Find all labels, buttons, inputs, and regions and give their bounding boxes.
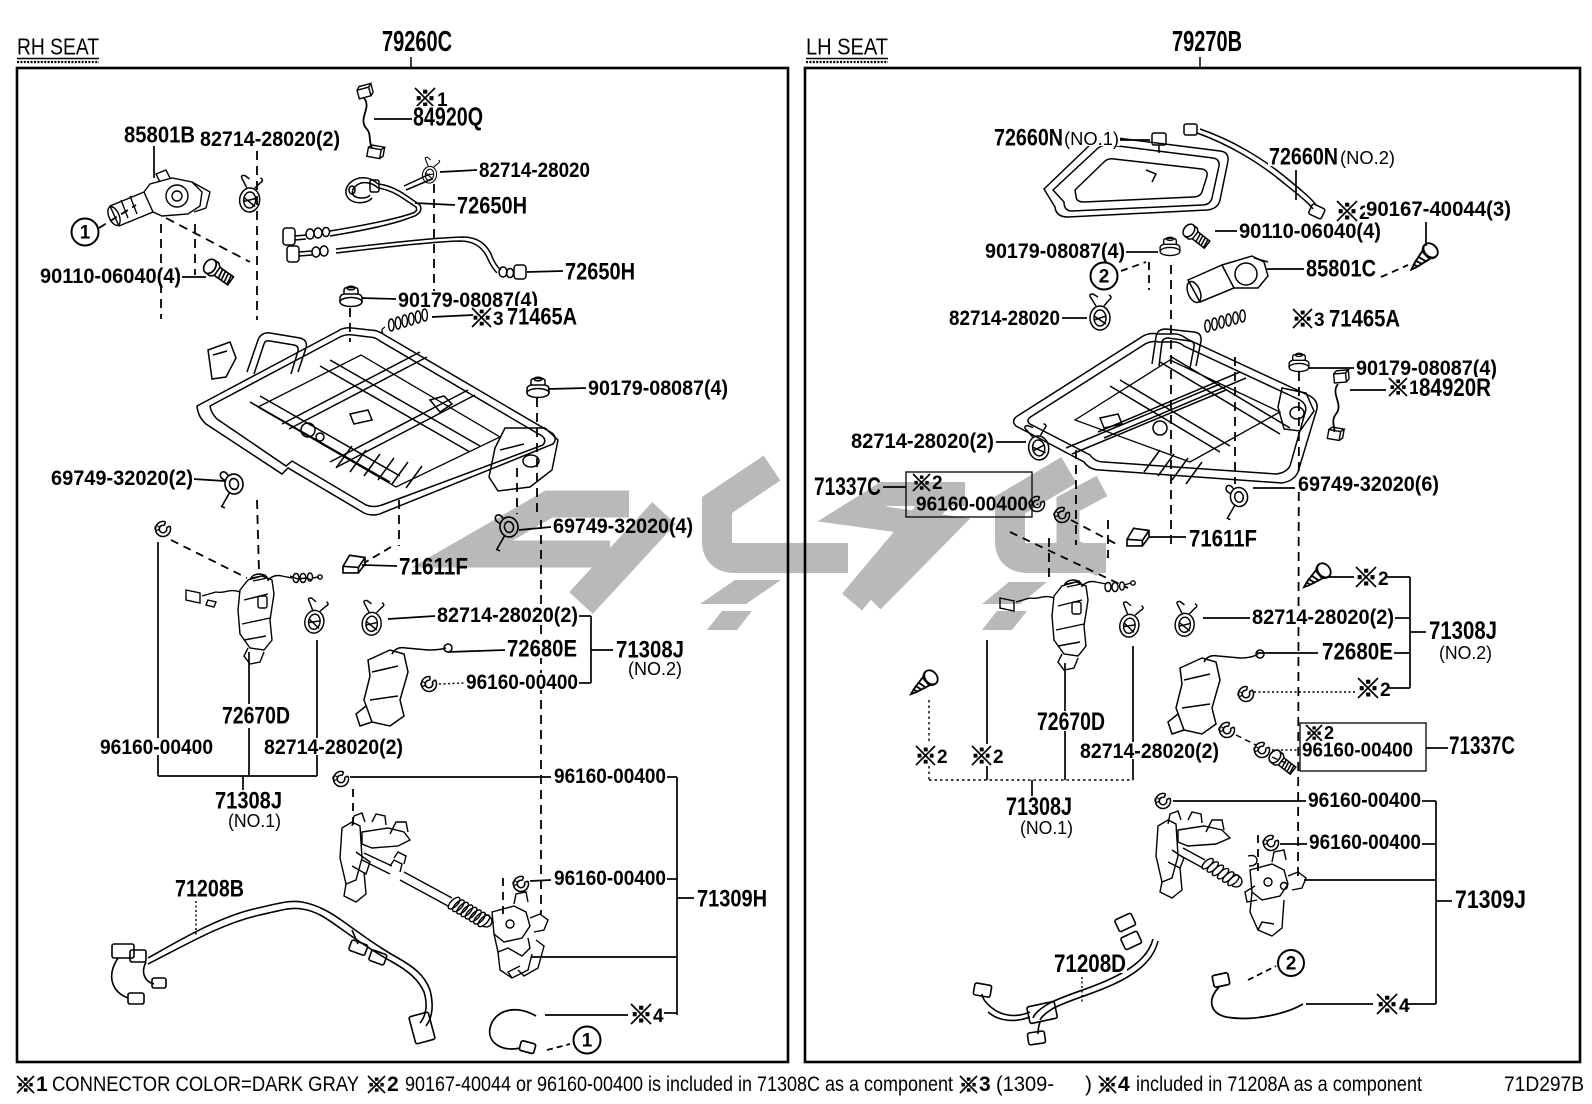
svg-text:1: 1 bbox=[36, 1073, 48, 1096]
svg-text:72670D: 72670D bbox=[1037, 708, 1105, 736]
svg-text:69749-32020(6): 69749-32020(6) bbox=[1298, 473, 1439, 496]
svg-text:71611F: 71611F bbox=[399, 553, 468, 580]
svg-text:79270B: 79270B bbox=[1172, 26, 1242, 58]
svg-text:71D297B: 71D297B bbox=[1504, 1073, 1584, 1096]
svg-text:96160-00400: 96160-00400 bbox=[100, 736, 213, 759]
svg-text:96160-00400: 96160-00400 bbox=[1309, 831, 1421, 854]
svg-text:82714-28020(2): 82714-28020(2) bbox=[437, 604, 578, 627]
svg-text:79260C: 79260C bbox=[382, 26, 452, 58]
svg-text:82714-28020(2): 82714-28020(2) bbox=[200, 128, 340, 151]
svg-text:LH SEAT: LH SEAT bbox=[806, 34, 888, 60]
svg-text:69749-32020(2): 69749-32020(2) bbox=[51, 467, 193, 490]
svg-text:2: 2 bbox=[993, 747, 1004, 768]
svg-text:2: 2 bbox=[932, 473, 943, 494]
svg-text:90110-06040(4): 90110-06040(4) bbox=[1239, 220, 1381, 243]
svg-text:71465A: 71465A bbox=[507, 303, 577, 330]
svg-text:2: 2 bbox=[1324, 723, 1334, 743]
svg-text:included in 71208A as a compon: included in 71208A as a component bbox=[1136, 1073, 1422, 1096]
svg-text:82714-28020(2): 82714-28020(2) bbox=[1252, 606, 1394, 629]
svg-text:(1309-: (1309- bbox=[996, 1073, 1054, 1096]
svg-text:82714-28020(2): 82714-28020(2) bbox=[1080, 740, 1219, 763]
svg-text:(NO.2): (NO.2) bbox=[628, 659, 682, 679]
svg-text:): ) bbox=[1085, 1073, 1092, 1096]
svg-text:85801C: 85801C bbox=[1306, 255, 1376, 282]
svg-text:96160-00400: 96160-00400 bbox=[1308, 789, 1421, 812]
svg-text:96160-00400: 96160-00400 bbox=[554, 867, 666, 890]
svg-text:1: 1 bbox=[582, 1031, 593, 1052]
svg-text:72680E: 72680E bbox=[1322, 638, 1393, 665]
svg-text:2: 2 bbox=[1380, 680, 1391, 701]
svg-text:72650H: 72650H bbox=[457, 192, 527, 219]
svg-text:90167-40044 or 96160-00400 is: 90167-40044 or 96160-00400 is included i… bbox=[405, 1073, 953, 1096]
svg-text:3: 3 bbox=[1314, 310, 1325, 331]
svg-text:3: 3 bbox=[979, 1073, 991, 1096]
svg-text:71337C: 71337C bbox=[1449, 732, 1515, 760]
svg-text:90179-08087(4): 90179-08087(4) bbox=[1356, 357, 1497, 380]
svg-text:82714-28020(2): 82714-28020(2) bbox=[851, 430, 994, 453]
svg-text:(NO.2): (NO.2) bbox=[1439, 643, 1492, 663]
svg-text:2: 2 bbox=[1099, 267, 1110, 288]
svg-text:90179-08087(4): 90179-08087(4) bbox=[985, 240, 1125, 263]
svg-text:3: 3 bbox=[493, 309, 504, 330]
svg-text:4: 4 bbox=[1118, 1073, 1130, 1096]
svg-text:72670D: 72670D bbox=[222, 702, 290, 729]
svg-text:2: 2 bbox=[1378, 569, 1389, 590]
svg-text:4: 4 bbox=[653, 1006, 664, 1027]
svg-text:1: 1 bbox=[80, 223, 91, 244]
svg-text:71308J: 71308J bbox=[616, 636, 684, 663]
svg-text:90110-06040(4): 90110-06040(4) bbox=[40, 265, 181, 288]
svg-text:71465A: 71465A bbox=[1329, 305, 1400, 332]
svg-text:71208D: 71208D bbox=[1054, 950, 1126, 978]
svg-text:1: 1 bbox=[1409, 378, 1420, 399]
svg-text:84920Q: 84920Q bbox=[413, 102, 483, 132]
svg-text:2: 2 bbox=[937, 747, 948, 768]
svg-text:85801B: 85801B bbox=[124, 122, 195, 148]
svg-text:(NO.2): (NO.2) bbox=[1340, 148, 1395, 168]
svg-text:(NO.1): (NO.1) bbox=[1020, 818, 1073, 838]
svg-text:82714-28020: 82714-28020 bbox=[949, 307, 1060, 330]
svg-text:72660N: 72660N bbox=[994, 124, 1063, 151]
svg-text:(NO.1): (NO.1) bbox=[1064, 129, 1119, 149]
svg-text:69749-32020(4): 69749-32020(4) bbox=[553, 515, 693, 538]
svg-text:90179-08087(4): 90179-08087(4) bbox=[398, 289, 538, 312]
svg-text:96160-00400: 96160-00400 bbox=[1302, 739, 1413, 761]
svg-text:71308J: 71308J bbox=[215, 787, 282, 814]
svg-text:72660N: 72660N bbox=[1269, 143, 1338, 170]
svg-text:71337C: 71337C bbox=[814, 473, 881, 501]
svg-text:72650H: 72650H bbox=[565, 258, 635, 285]
svg-text:71308J: 71308J bbox=[1429, 617, 1497, 645]
svg-text:82714-28020(2): 82714-28020(2) bbox=[264, 736, 403, 759]
svg-text:71308J: 71308J bbox=[1006, 793, 1072, 821]
svg-text:72680E: 72680E bbox=[507, 635, 577, 662]
svg-text:82714-28020: 82714-28020 bbox=[479, 159, 590, 182]
svg-text:71309H: 71309H bbox=[697, 885, 767, 912]
svg-text:4: 4 bbox=[1399, 996, 1410, 1017]
svg-text:71309J: 71309J bbox=[1455, 886, 1526, 914]
svg-text:2: 2 bbox=[1359, 203, 1370, 224]
svg-text:84920R: 84920R bbox=[1419, 374, 1491, 402]
svg-text:90167-40044(3): 90167-40044(3) bbox=[1366, 198, 1511, 221]
svg-text:2: 2 bbox=[1286, 954, 1297, 975]
svg-text:CONNECTOR COLOR=DARK GRAY: CONNECTOR COLOR=DARK GRAY bbox=[52, 1073, 359, 1096]
svg-text:RH SEAT: RH SEAT bbox=[17, 34, 99, 60]
svg-text:96160-00400: 96160-00400 bbox=[554, 765, 666, 788]
svg-text:71611F: 71611F bbox=[1189, 525, 1257, 552]
svg-text:2: 2 bbox=[387, 1073, 399, 1096]
svg-text:1: 1 bbox=[437, 90, 448, 111]
svg-text:96160-00400: 96160-00400 bbox=[916, 493, 1028, 515]
svg-text:90179-08087(4): 90179-08087(4) bbox=[588, 377, 728, 400]
svg-text:71208B: 71208B bbox=[175, 875, 244, 902]
svg-text:96160-00400: 96160-00400 bbox=[466, 671, 578, 694]
svg-text:(NO.1): (NO.1) bbox=[228, 811, 281, 831]
